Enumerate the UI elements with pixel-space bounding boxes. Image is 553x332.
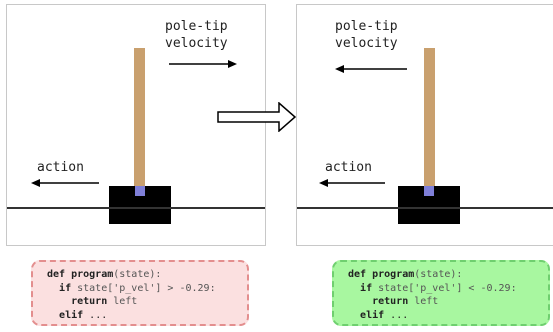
track-line: [297, 207, 553, 209]
velocity-label-line1: pole-tip: [335, 19, 398, 34]
left-arrow-icon: [31, 179, 99, 187]
action-label: action: [37, 160, 84, 175]
hollow-right-arrow-icon: [217, 102, 297, 132]
pole-axle: [424, 186, 434, 196]
left-arrow-icon: [335, 65, 407, 73]
right-cartpole-panel: pole-tip velocity action: [296, 4, 553, 246]
left-cartpole-panel: pole-tip velocity action: [6, 4, 266, 246]
velocity-label-line2: velocity: [335, 36, 398, 51]
pole: [424, 48, 435, 198]
left-program-code: def program(state): if state['p_vel'] > …: [31, 260, 249, 326]
pole-axle: [135, 186, 145, 196]
right-arrow-icon: [169, 60, 237, 68]
pole: [134, 48, 145, 192]
left-arrow-icon: [319, 179, 385, 187]
track-line: [7, 207, 265, 209]
velocity-label-line2: velocity: [165, 36, 228, 51]
velocity-label-line1: pole-tip: [165, 19, 228, 34]
action-label: action: [325, 160, 372, 175]
right-program-code: def program(state): if state['p_vel'] < …: [332, 260, 550, 326]
